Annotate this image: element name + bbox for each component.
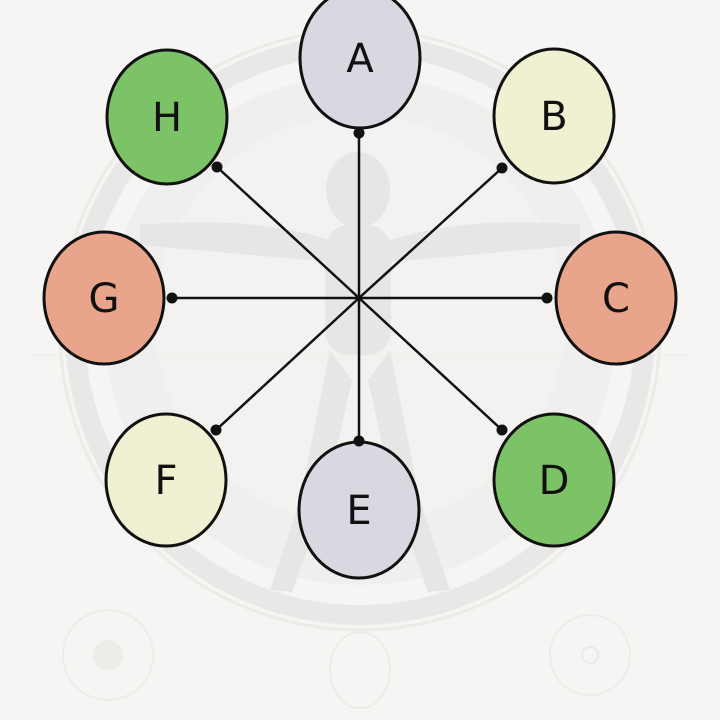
connector-dot	[541, 292, 553, 304]
node-circle	[492, 47, 616, 185]
connector-dot	[496, 424, 508, 436]
connector-dot	[353, 435, 365, 447]
node-label: B	[540, 94, 567, 140]
spoke-d	[358, 297, 503, 431]
connector-dot	[211, 161, 223, 173]
node-g[interactable]: G	[42, 230, 178, 366]
node-circle	[105, 48, 229, 186]
connector-dot	[496, 162, 508, 174]
node-label: D	[539, 458, 570, 504]
node-circle	[492, 412, 616, 548]
connector-dot	[353, 127, 365, 139]
node-label: G	[89, 276, 120, 322]
node-f[interactable]: F	[104, 412, 228, 548]
spoke-f	[215, 297, 360, 431]
spoke-b	[358, 167, 503, 299]
spoke-h	[216, 166, 360, 299]
node-c[interactable]: C	[541, 230, 678, 366]
node-circle	[104, 412, 228, 548]
node-h[interactable]: H	[105, 48, 229, 186]
connector-lines	[172, 133, 547, 441]
node-label: C	[602, 276, 630, 322]
node-a[interactable]: A	[298, 0, 422, 139]
node-label: E	[346, 488, 371, 534]
node-circle	[554, 230, 678, 366]
connector-dot	[210, 424, 222, 436]
node-d[interactable]: D	[492, 412, 616, 548]
node-label: H	[152, 95, 182, 141]
node-label: F	[154, 458, 177, 504]
connector-dot	[166, 292, 178, 304]
node-label: A	[346, 36, 374, 82]
node-e[interactable]: E	[297, 435, 421, 580]
node-group: A B C D E F G H	[42, 0, 678, 580]
node-b[interactable]: B	[492, 47, 616, 185]
node-circle	[42, 230, 166, 366]
